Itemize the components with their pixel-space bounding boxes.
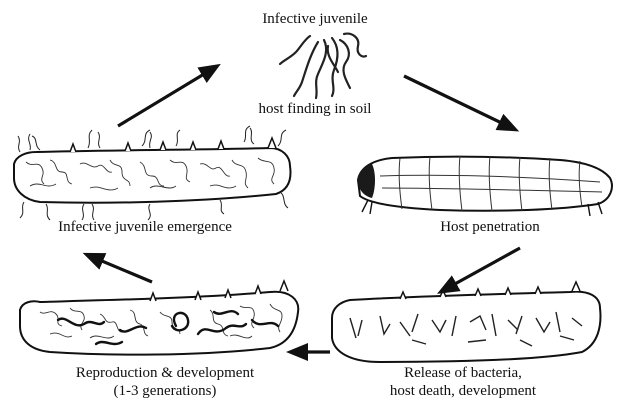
release-line-1: Release of bacteria, xyxy=(368,364,558,382)
stage-label-emergence: Infective juvenile emergence xyxy=(30,218,260,236)
infective-juveniles-illustration xyxy=(280,34,366,98)
release-line-2: host death, development xyxy=(368,382,558,400)
reproduction-line-1: Reproduction & development xyxy=(50,364,280,382)
reproduction-larva-illustration xyxy=(20,281,298,355)
stage-label-host-finding: host finding in soil xyxy=(240,100,390,118)
arrow-reproduction-to-emergence xyxy=(90,256,152,282)
emergence-larva-illustration xyxy=(14,126,290,220)
infected-larva-illustration xyxy=(332,282,600,362)
arrow-emergence-to-juvenile xyxy=(118,68,214,126)
stage-label-reproduction: Reproduction & development (1-3 generati… xyxy=(50,364,280,400)
stage-label-release-of-bacteria: Release of bacteria, host death, develop… xyxy=(368,364,558,400)
host-finding-subtitle: host finding in soil xyxy=(240,100,390,118)
arrow-juvenile-to-host xyxy=(404,76,512,128)
host-larva-illustration xyxy=(358,156,612,216)
stage-label-infective-juvenile: Infective juvenile xyxy=(250,10,380,28)
arrow-host-to-release xyxy=(444,248,520,290)
reproduction-line-2: (1-3 generations) xyxy=(50,382,280,400)
emergence-label: Infective juvenile emergence xyxy=(30,218,260,236)
stage-label-host-penetration: Host penetration xyxy=(420,218,560,236)
host-penetration-label: Host penetration xyxy=(420,218,560,236)
infective-juvenile-title: Infective juvenile xyxy=(250,10,380,28)
